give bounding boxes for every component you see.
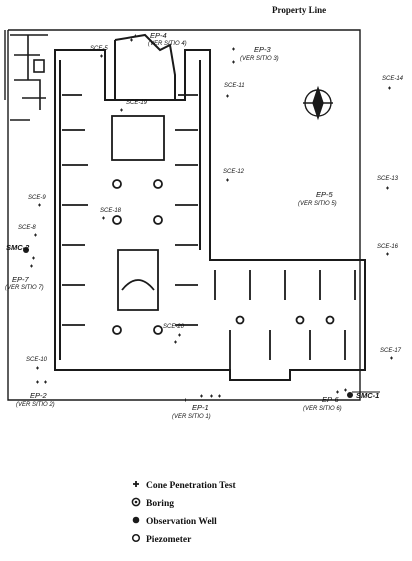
legend-item-boring: Boring [131,497,174,509]
ep1-sub: (VER SITIO 1) [172,414,211,420]
sce-label: SCE-5 [90,46,108,52]
sce-label: SCE-11 [224,83,245,89]
smc2-label: SMC-2 [6,243,30,252]
ep3-sub: (VER SITIO 3) [240,56,279,62]
piezometer-icon [131,533,141,543]
sce-label: SCE-16 [377,244,399,250]
sce-label: SCE-19 [126,100,148,106]
property-line [4,29,361,401]
piers [62,94,356,371]
ep4-sub: (VER SITIO 4) [148,41,187,47]
sce-label: SCE-18 [100,208,122,214]
ep5-label: EP-5 [316,190,334,199]
ep4-label: EP-4 [150,31,167,40]
cathedral-outline [54,33,366,381]
well-icon [132,516,140,524]
sce-label: SCE-8 [18,225,36,231]
sce-labels: SCE-5 SCE-19 SCE-11 SCE-14 SCE-12 SCE-13… [18,46,404,363]
ep6-label: EP-6 [322,395,340,404]
ep-labels: EP-4 (VER SITIO 4) EP-3 (VER SITIO 3) EP… [5,31,342,420]
sce-label: SCE-17 [380,348,402,354]
ep7-label: EP-7 [12,275,30,284]
north-arrow-icon [303,85,333,121]
ep6-sub: (VER SITIO 6) [303,406,342,412]
legend: Cone Penetration Test Boring Observation… [131,481,237,545]
legend-label: Observation Well [146,517,217,527]
well-icon [23,247,29,253]
boring-icon [131,497,141,507]
sce-label: SCE-10 [26,357,48,363]
legend-item-piezometer: Piezometer [131,533,192,545]
sce-label: SCE-9 [28,195,46,201]
legend-item-well: Observation Well [132,516,217,527]
legend-label: Boring [146,499,174,509]
legend-item-cpt: Cone Penetration Test [133,481,237,491]
ep7-sub: (VER SITIO 7) [5,285,44,291]
property-line-label: Property Line [272,5,326,15]
legend-label: Piezometer [146,535,192,545]
well-icon [347,392,353,398]
ep2-sub: (VER SITIO 2) [16,402,55,408]
cross-icon [133,481,139,487]
smc1-label: SMC-1 [356,391,379,400]
cpt-markers [30,34,393,402]
adjacent-building [10,34,48,121]
wells: SMC-2 SMC-1 [6,243,380,400]
ep1-label: EP-1 [192,403,209,412]
sce-label: SCE-20 [163,324,185,330]
ep2-label: EP-2 [30,391,48,400]
sce-label: SCE-13 [377,176,399,182]
legend-label: Cone Penetration Test [146,481,237,491]
ep3-label: EP-3 [254,45,272,54]
sce-label: SCE-12 [223,169,245,175]
sce-label: SCE-14 [382,76,404,82]
ep5-sub: (VER SITIO 5) [298,201,337,207]
